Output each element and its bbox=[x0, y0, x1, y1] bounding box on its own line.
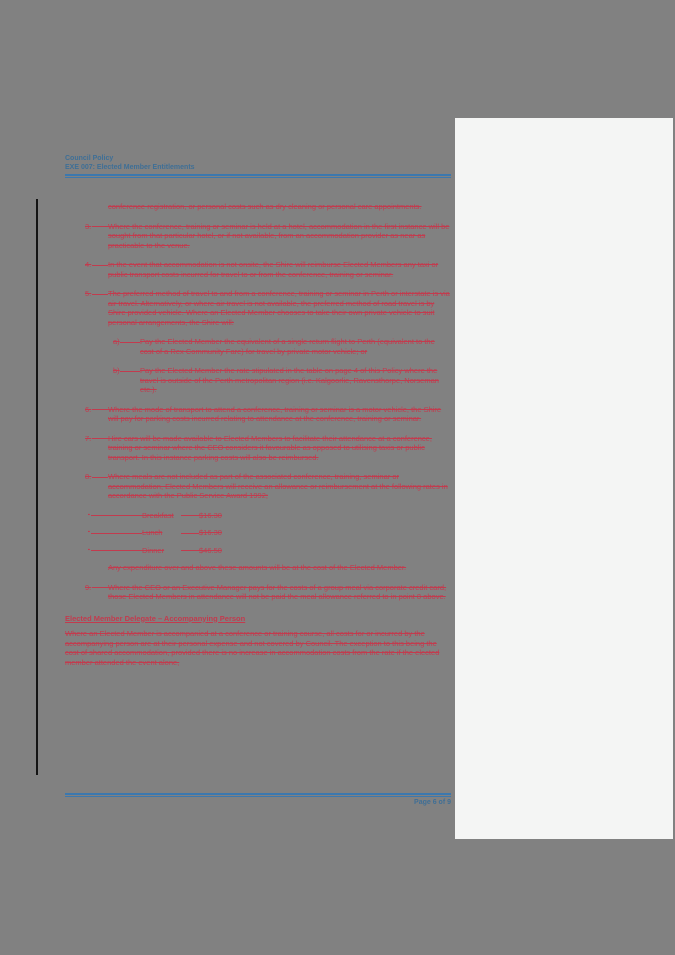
list-item-text: The preferred method of travel to and fr… bbox=[108, 289, 450, 327]
header-rule-thin bbox=[65, 177, 451, 178]
document-footer: Page 6 of 9 bbox=[65, 793, 451, 807]
intro-continuation-paragraph: conference registration, or personal cos… bbox=[108, 202, 422, 211]
document-header: Council Policy EXE 007: Elected Member E… bbox=[65, 155, 451, 178]
bullet-icon: ▪ bbox=[88, 529, 90, 535]
meal-amount: $46.50 bbox=[199, 545, 222, 555]
meal-label: Breakfast bbox=[142, 510, 174, 520]
page-number-label: Page 6 of 9 bbox=[414, 799, 451, 806]
header-rule bbox=[65, 174, 451, 178]
list-item-number: 6. bbox=[85, 404, 92, 414]
sub-list-item: a) Pay the Elected Member the equivalent… bbox=[65, 337, 451, 356]
list-item-number: 8. bbox=[85, 472, 92, 481]
bullet-icon: ▪ bbox=[88, 511, 90, 518]
bullet-icon: ▪ bbox=[88, 546, 90, 553]
revision-change-bar bbox=[36, 199, 38, 775]
list-item: 7. Hire cars will be made available to E… bbox=[65, 434, 451, 463]
document-body: conference registration, or personal cos… bbox=[65, 202, 451, 677]
meal-amount: $16.30 bbox=[199, 528, 222, 537]
sub-list-item: b) Pay the Elected Member the rate stipu… bbox=[65, 366, 451, 395]
tab-strike-line bbox=[92, 583, 108, 602]
tab-strike-line bbox=[92, 472, 108, 501]
sub-list-item-text: Pay the Elected Member the rate stipulat… bbox=[140, 366, 439, 394]
meal-rate-row: ▪ Dinner $46.50 bbox=[65, 546, 451, 556]
footer-rule bbox=[65, 793, 451, 797]
list-item-text: Where the conference, training or semina… bbox=[108, 221, 450, 250]
header-rule-thick bbox=[65, 174, 451, 176]
header-line-1: Council Policy bbox=[65, 155, 114, 162]
list-item: 4. In the event that accommodation is no… bbox=[65, 260, 451, 279]
list-item: 9. Where the CEO or an Executive Manager… bbox=[65, 583, 451, 602]
closing-paragraph: Where an Elected Member is accompanied a… bbox=[65, 629, 440, 667]
tab-strike-line bbox=[92, 434, 108, 463]
list-item-text: Hire cars will be made available to Elec… bbox=[108, 433, 432, 462]
list-item-text: Where the CEO or an Executive Manager pa… bbox=[108, 582, 447, 602]
list-item: 3. Where the conference, training or sem… bbox=[65, 222, 451, 251]
list-item-number: 4. bbox=[85, 260, 92, 269]
sub-list-item-letter: b) bbox=[113, 366, 120, 375]
sub-list-item-text: Pay the Elected Member the equivalent of… bbox=[140, 337, 435, 356]
section-heading: Elected Member Delegate – Accompanying P… bbox=[65, 613, 246, 623]
meal-rate-list: ▪ Breakfast $16.30 ▪ Lunch $16.30 ▪ Dinn… bbox=[65, 511, 451, 556]
footer-rule-thick bbox=[65, 793, 451, 795]
expenditure-note: Any expenditure over and above these amo… bbox=[108, 563, 407, 572]
side-panel bbox=[455, 118, 673, 839]
sub-list-item-letter: a) bbox=[113, 337, 120, 346]
list-item: 8. Where meals are not included as part … bbox=[65, 472, 451, 501]
meal-amount: $16.30 bbox=[199, 510, 222, 520]
header-line-2: EXE 007: Elected Member Entitlements bbox=[65, 163, 195, 171]
tab-strike-line bbox=[120, 337, 140, 356]
meal-rate-row: ▪ Breakfast $16.30 bbox=[65, 511, 451, 521]
meal-label: Lunch bbox=[142, 528, 163, 537]
tab-strike-line bbox=[92, 289, 108, 327]
tab-strike-line bbox=[92, 222, 108, 251]
footer-rule-thin bbox=[65, 796, 451, 797]
list-item-number: 5. bbox=[85, 289, 92, 298]
tab-strike-line bbox=[120, 366, 140, 395]
list-item-number: 3. bbox=[85, 221, 92, 231]
meal-rate-row: ▪ Lunch $16.30 bbox=[65, 528, 451, 538]
tab-strike-line bbox=[92, 405, 108, 424]
list-item-text: In the event that accommodation is not o… bbox=[108, 260, 439, 279]
list-item-text: Where meals are not included as part of … bbox=[108, 472, 448, 500]
list-item-text: Where the mode of transport to attend a … bbox=[108, 404, 442, 424]
list-item: 6. Where the mode of transport to attend… bbox=[65, 405, 451, 424]
list-item-number: 9. bbox=[85, 582, 92, 592]
list-item-number: 7. bbox=[85, 433, 92, 443]
tab-strike-line bbox=[92, 260, 108, 279]
meal-label: Dinner bbox=[142, 545, 165, 555]
list-item: 5. The preferred method of travel to and… bbox=[65, 289, 451, 327]
